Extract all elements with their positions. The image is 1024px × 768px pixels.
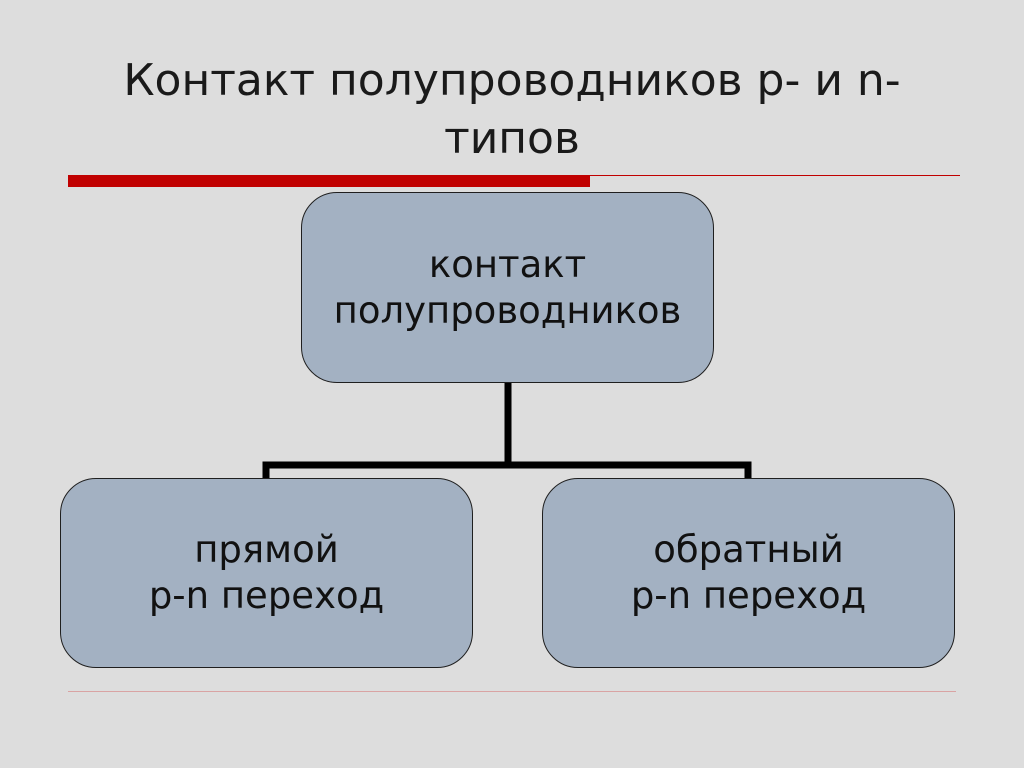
child-node-line-1: прямой — [194, 528, 339, 571]
root-node-line-1: контакт — [428, 242, 587, 286]
title-accent-line — [590, 175, 960, 176]
slide-title: Контакт полупроводников p- и n- типов — [0, 52, 1024, 168]
child-node-reverse-pn-junction: обратный p-n переход — [542, 478, 955, 668]
slide-title-line-1: Контакт полупроводников p- и n- — [123, 55, 901, 106]
child-node-line-2: p-n переход — [148, 574, 385, 617]
child-node-forward-pn-junction: прямой p-n переход — [60, 478, 473, 668]
root-node-semiconductor-contact: контакт полупроводников — [301, 192, 714, 383]
child-node-line-1: обратный — [653, 528, 844, 571]
footer-accent-line — [68, 691, 956, 692]
child-node-line-2: p-n переход — [630, 574, 867, 617]
title-accent-bar — [68, 175, 590, 187]
root-node-line-2: полупроводников — [333, 288, 682, 332]
slide-title-line-2: типов — [444, 113, 580, 164]
